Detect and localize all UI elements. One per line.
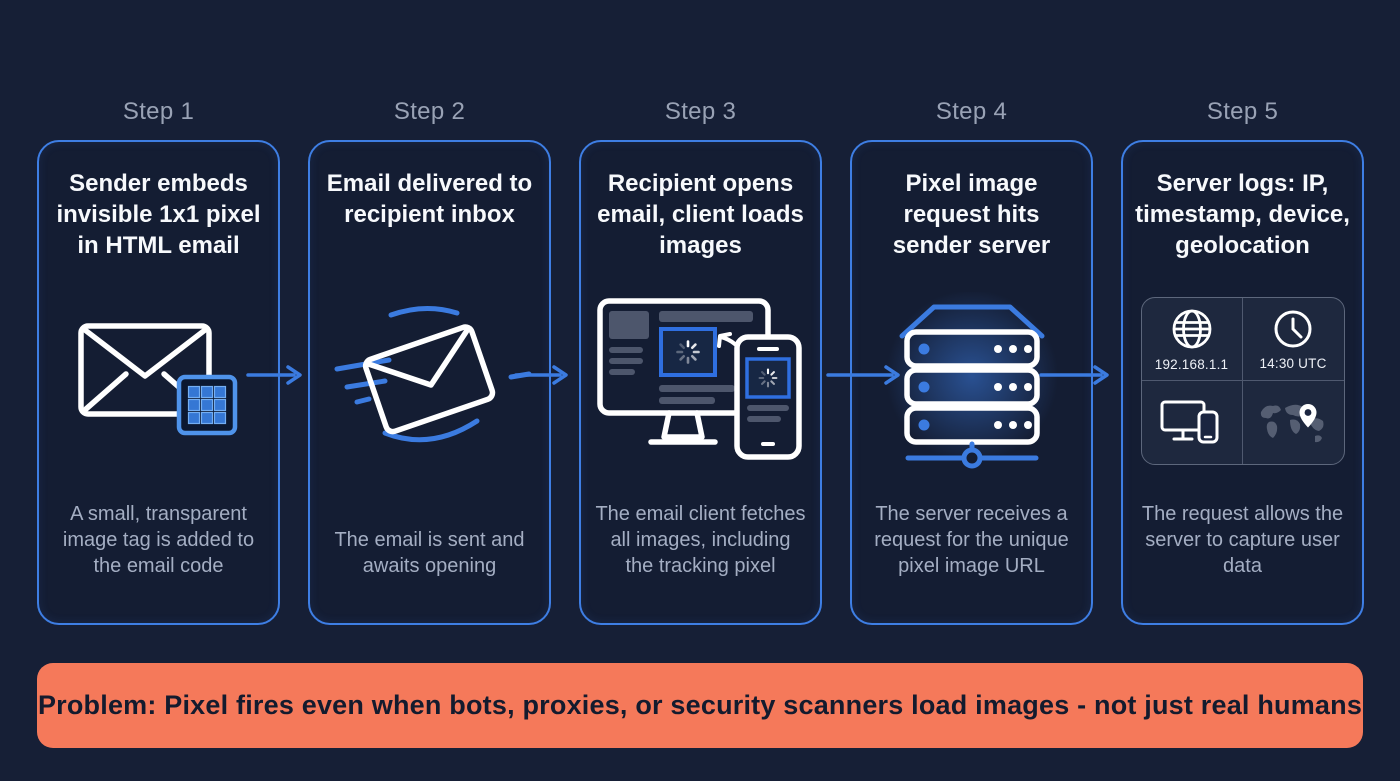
step-4-card: Pixel image request hits sender server: [850, 140, 1093, 625]
device-quadrant: [1142, 381, 1243, 464]
flow-arrow-1-icon: [246, 365, 302, 385]
step-3-icon-zone: [581, 261, 820, 501]
step-2-title: Email delivered to recipient inbox: [326, 170, 533, 228]
step-2-label: Step 2: [393, 98, 466, 125]
step-3-card: Recipient opens email, client loads imag…: [579, 140, 822, 625]
desktop-and-phone-loading-images-icon: [596, 298, 802, 460]
problem-banner: Problem: Pixel fires even when bots, pro…: [37, 663, 1363, 748]
flow-arrow-4-icon: [1039, 365, 1109, 385]
flow-arrow-3-icon: [826, 365, 900, 385]
step-column-2: Step 2 Email delivered to recipient inbo…: [308, 97, 551, 625]
timestamp-quadrant: 14:30 UTC: [1242, 298, 1344, 381]
step-3-title: Recipient opens email, client loads imag…: [597, 170, 804, 259]
step-column-5: Step 5 Server logs: IP, timestamp, devic…: [1121, 97, 1364, 625]
clock-icon: [1274, 310, 1312, 348]
step-3-description: The email client fetches all images, inc…: [595, 503, 806, 577]
envelope-with-pixel-badge-icon: [77, 323, 237, 436]
geolocation-quadrant: [1243, 381, 1344, 464]
globe-icon: [1172, 309, 1211, 349]
phone-icon: [733, 334, 802, 460]
flow-arrow-2-icon: [514, 365, 568, 385]
tracking-pixel-loading-box-icon: [658, 327, 717, 377]
step-5-description: The request allows the server to capture…: [1141, 503, 1344, 577]
ip-quadrant: 192.168.1.1: [1141, 298, 1243, 381]
step-5-icon-zone: 192.168.1.1 14:30 UTC: [1123, 261, 1362, 501]
step-2-description: The email is sent and awaits opening: [334, 529, 525, 577]
world-map-pin-icon: [1260, 403, 1324, 442]
step-1-title: Sender embeds invisible 1x1 pixel in HTM…: [56, 170, 261, 259]
step-4-title: Pixel image request hits sender server: [892, 170, 1051, 259]
step-5-label: Step 5: [1206, 98, 1279, 125]
pixel-grid-badge-icon: [176, 374, 237, 436]
step-4-icon-zone: [852, 261, 1091, 501]
step-column-4: Step 4 Pixel image request hits sender s…: [850, 97, 1093, 625]
step-column-1: Step 1 Sender embeds invisible 1x1 pixel…: [37, 97, 280, 625]
step-column-3: Step 3 Recipient opens email, client loa…: [579, 97, 822, 625]
glowing-server-stack-icon: [885, 292, 1058, 469]
log-data-panel: 192.168.1.1 14:30 UTC: [1140, 297, 1345, 465]
step-2-card: Email delivered to recipient inbox: [308, 140, 551, 625]
step-1-icon-zone: [39, 261, 278, 501]
flying-envelope-icon: [334, 305, 531, 442]
step-4-description: The server receives a request for the un…: [874, 503, 1069, 577]
ip-address-value: 192.168.1.1: [1154, 357, 1229, 372]
step-1-label: Step 1: [122, 98, 195, 125]
timestamp-value: 14:30 UTC: [1259, 356, 1327, 371]
step-4-label: Step 4: [935, 98, 1008, 125]
step-3-label: Step 3: [664, 98, 737, 125]
step-5-title: Server logs: IP, timestamp, device, geol…: [1135, 170, 1350, 259]
step-5-card: Server logs: IP, timestamp, device, geol…: [1121, 140, 1364, 625]
location-pin-icon: [1299, 403, 1317, 427]
device-monitor-phone-icon: [1160, 400, 1218, 443]
step-1-description: A small, transparent image tag is added …: [62, 503, 255, 577]
problem-banner-text: Problem: Pixel fires even when bots, pro…: [37, 690, 1363, 720]
step-1-card: Sender embeds invisible 1x1 pixel in HTM…: [37, 140, 280, 625]
